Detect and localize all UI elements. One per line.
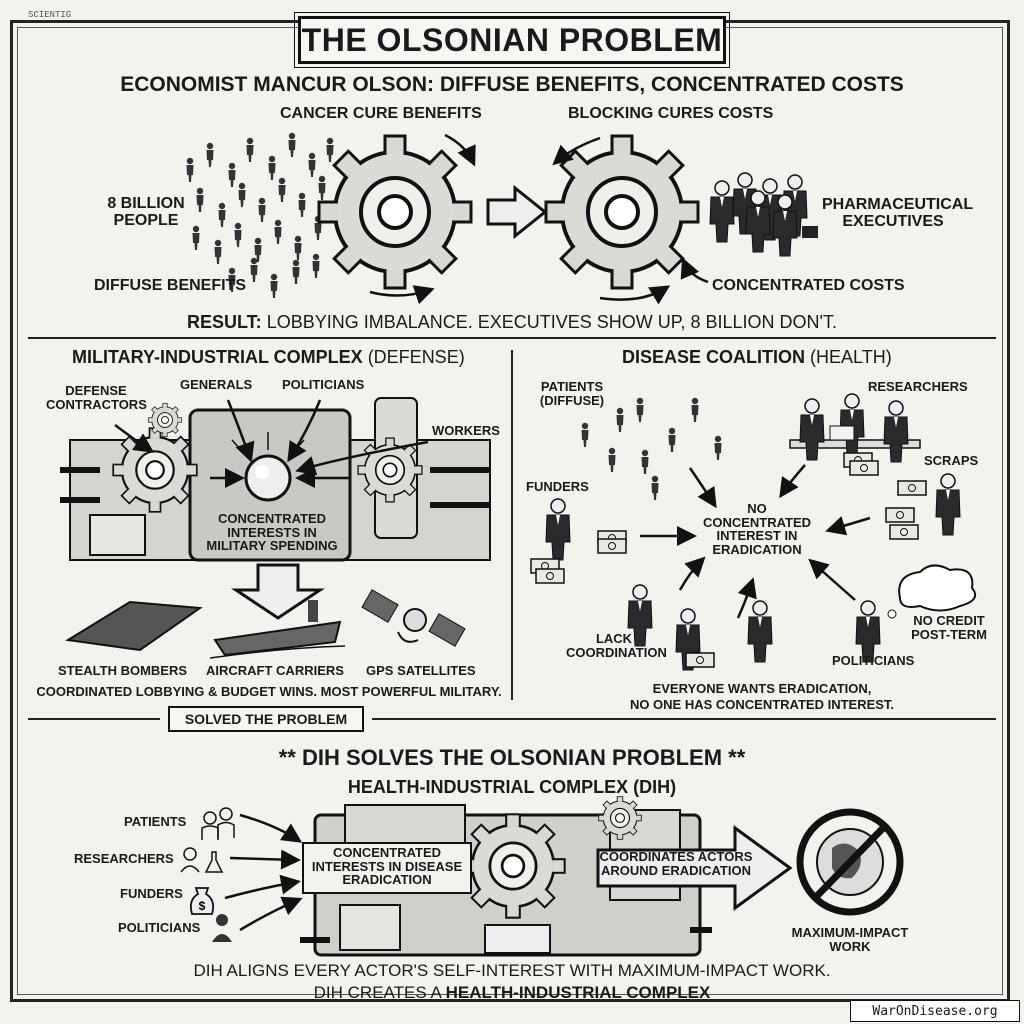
disease-funders-label: FUNDERS xyxy=(526,479,589,494)
dih-core-label: CONCENTRATED INTERESTS IN DISEASE ERADIC… xyxy=(302,842,472,894)
military-heading-rest: (DEFENSE) xyxy=(367,347,465,367)
patients-diffuse-label: PATIENTS (DIFFUSE) xyxy=(539,379,605,408)
svg-text:$: $ xyxy=(199,899,206,913)
dih-patients-icon xyxy=(201,807,235,840)
gear-arrow-icon xyxy=(486,184,548,240)
dih-line-2: DIH CREATES A HEALTH-INDUSTRIAL COMPLEX xyxy=(0,984,1024,1002)
crowd-icon xyxy=(186,132,334,298)
benefits-label: CANCER CURE BENEFITS xyxy=(280,105,482,122)
executives-icon xyxy=(709,172,818,257)
generals-label: GENERALS xyxy=(180,377,253,392)
disease-politicians-label: POLITICIANS xyxy=(832,653,915,668)
scraps-cash-icon xyxy=(843,452,927,540)
dih-researchers-label: RESEARCHERS xyxy=(74,851,174,866)
disease-researchers-label: RESEARCHERS xyxy=(868,379,968,394)
coordinates-label: COORDINATES ACTORS AROUND ERADICATION xyxy=(599,849,753,878)
dih-subheading: HEALTH-INDUSTRIAL COMPLEX (DIH) xyxy=(347,777,677,797)
aircraft-carrier-icon xyxy=(209,600,346,659)
dih-politicians-label: POLITICIANS xyxy=(118,920,201,935)
stealth-bombers-label: STEALTH BOMBERS xyxy=(58,663,188,678)
money-bag-icon: $ xyxy=(189,887,215,915)
diffuse-label: DIFFUSE BENEFITS xyxy=(94,277,247,294)
costs-gear-icon xyxy=(544,134,700,290)
disease-heading-bold: DISEASE COALITION xyxy=(622,347,806,367)
dih-heading: ** DIH SOLVES THE OLSONIAN PROBLEM ** xyxy=(278,745,746,770)
concentrated-label: CONCENTRATED COSTS xyxy=(712,277,905,294)
defense-contractors-label: DEFENSE CONTRACTORS xyxy=(46,383,147,412)
top-heading: ECONOMIST MANCUR OLSON: DIFFUSE BENEFITS… xyxy=(120,73,904,96)
scraps-label: SCRAPS xyxy=(924,453,979,468)
maximum-impact-label: MAXIMUM-IMPACT WORK xyxy=(791,925,909,954)
gps-satellites-label: GPS SATELLITES xyxy=(366,663,476,678)
no-disease-icon xyxy=(796,808,904,916)
result-text: LOBBYING IMBALANCE. EXECUTIVES SHOW UP, … xyxy=(266,312,837,332)
result-line: RESULT: LOBBYING IMBALANCE. EXECUTIVES S… xyxy=(0,313,1024,332)
result-bold: RESULT: xyxy=(187,312,262,332)
page-title: THE OLSONIAN PROBLEM xyxy=(301,21,723,58)
dih-line-2-bold: HEALTH-INDUSTRIAL COMPLEX xyxy=(445,983,711,1002)
people-label: 8 BILLION PEOPLE xyxy=(107,195,185,229)
title-box: THE OLSONIAN PROBLEM xyxy=(294,12,730,68)
workers-label: WORKERS xyxy=(432,423,500,438)
gps-satellite-icon xyxy=(361,589,466,647)
costs-label: BLOCKING CURES COSTS xyxy=(568,105,774,122)
worried-person-icon xyxy=(935,473,961,536)
disease-heading-rest: (HEALTH) xyxy=(810,347,892,367)
dih-funders-label: FUNDERS xyxy=(120,886,183,901)
aircraft-carriers-label: AIRCRAFT CARRIERS xyxy=(206,663,344,678)
disease-summary-2: NO ONE HAS CONCENTRATED INTEREST. xyxy=(629,697,895,712)
dih-politician-icon xyxy=(212,914,232,942)
footer-link[interactable]: WarOnDisease.org xyxy=(850,1000,1020,1022)
benefits-gear-icon xyxy=(317,134,473,290)
thought-bubble-icon xyxy=(898,564,976,612)
corner-label: SCIENTIG xyxy=(28,10,72,20)
dih-patients-label: PATIENTS xyxy=(124,814,187,829)
disease-summary-1: EVERYONE WANTS ERADICATION, xyxy=(652,681,872,696)
executives-label: PHARMACEUTICAL EXECUTIVES xyxy=(822,196,974,230)
funders-icon xyxy=(530,498,627,584)
dih-line-2-normal: DIH CREATES A xyxy=(313,983,441,1002)
no-credit-label: NO CREDIT POST-TERM xyxy=(911,613,987,642)
coordinates-arrow-icon xyxy=(596,825,793,911)
stealth-bomber-icon xyxy=(65,600,203,652)
military-heading: MILITARY-INDUSTRIAL COMPLEX (DEFENSE) xyxy=(72,348,465,367)
military-politicians-label: POLITICIANS xyxy=(282,377,365,392)
dih-researchers-icon xyxy=(180,847,224,873)
military-heading-bold: MILITARY-INDUSTRIAL COMPLEX xyxy=(72,347,363,367)
military-down-arrow-icon xyxy=(231,563,325,620)
military-machine-icon xyxy=(60,397,491,562)
no-concentrated-interest-label: NO CONCENTRATED INTEREST IN ERADICATION xyxy=(702,501,812,557)
military-summary: COORDINATED LOBBYING & BUDGET WINS. MOST… xyxy=(36,684,502,699)
disease-heading: DISEASE COALITION (HEALTH) xyxy=(622,348,892,367)
dih-line-1: DIH ALIGNS EVERY ACTOR'S SELF-INTEREST W… xyxy=(193,961,831,980)
researchers-icon xyxy=(789,393,921,463)
military-core-label: CONCENTRATED INTERESTS IN MILITARY SPEND… xyxy=(206,511,338,554)
solved-banner: SOLVED THE PROBLEM xyxy=(168,706,364,732)
lack-coordination-label: LACK COORDINATION xyxy=(566,631,667,660)
